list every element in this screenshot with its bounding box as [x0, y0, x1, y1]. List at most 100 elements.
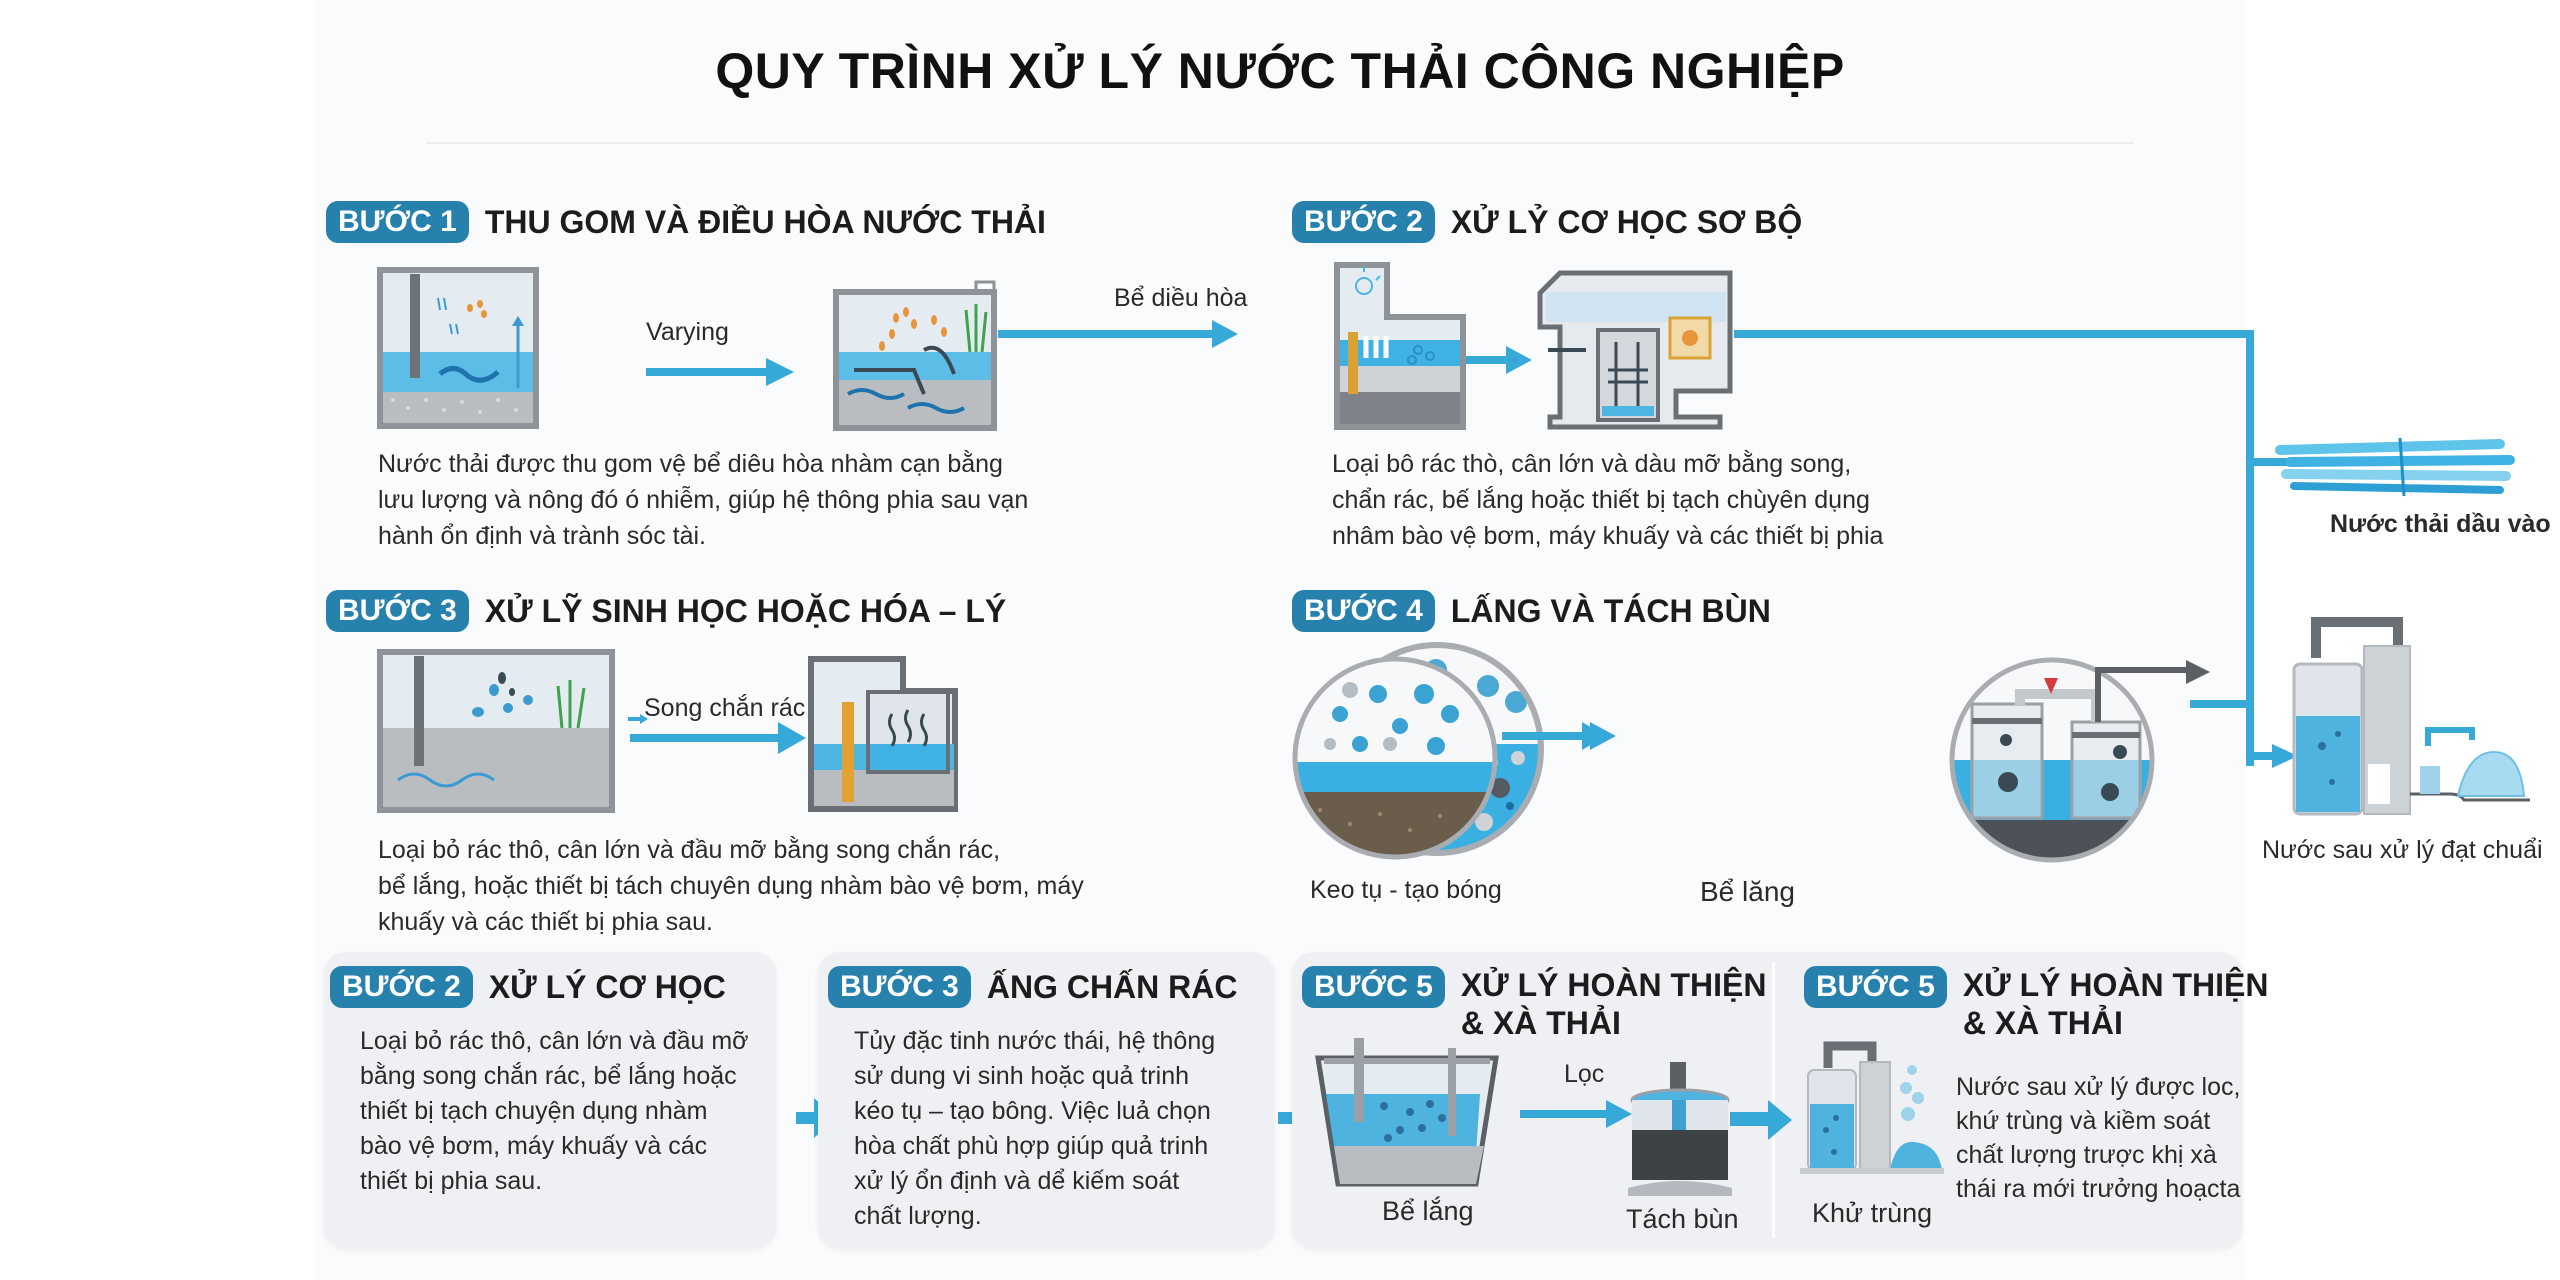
flow-arrow-icon: [1502, 722, 1616, 750]
sludge-out-arrow-icon: [2186, 660, 2210, 684]
step1-title: THU GOM VÀ ĐIỀU HÒA NƯỚC THẢI: [484, 204, 1046, 240]
card4-image-label: Khử trùng: [1812, 1198, 1933, 1228]
flow-arrow-icon: [1520, 1100, 1632, 1128]
card3-arrow-label: Lọc: [1564, 1060, 1605, 1088]
bio-tank-icon: [377, 649, 615, 813]
final-settling-tank-icon: [1315, 1038, 1499, 1187]
step3-title: XỬ LỸ SINH HỌC HOẶC HÓA – LÝ: [484, 593, 1007, 629]
disinfection-unit-icon: [1800, 1041, 1944, 1174]
card1-badge: BƯỚC 2: [330, 966, 473, 1008]
card3-title: XỬ LÝ HOÀN THIỆN & XÀ THẢI: [1461, 966, 1767, 1042]
card4-title-line1: XỬ LÝ HOÀN THIỆN: [1962, 967, 2269, 1003]
step3-badge: BƯỚC 3: [326, 590, 469, 632]
card1-header: BƯỚC 2 XỬ LÝ CƠ HỌC: [330, 966, 726, 1008]
step2-title: XỬ LỶ CƠ HỌC SƠ BỘ: [1450, 204, 1803, 240]
screening-tank-icon: [1334, 262, 1466, 430]
flow-arrow-icon: [646, 358, 794, 386]
desc-line: Loại bỏ rác thô, cân lớn và đầu mỡ bằng …: [378, 836, 1001, 864]
step1-arrow-label: Varying: [646, 318, 729, 346]
flow-arrow-icon: [998, 320, 1238, 348]
small-arrow-icon: [628, 714, 648, 724]
desc-line: Tủy đặc tinh nước thái, hệ thông: [854, 1027, 1216, 1055]
desc-line: chẩn rác, bế lắng hoặc thiết bị tạch chù…: [1332, 486, 1870, 514]
desc-line: khuấy và các thiết bị phia sau.: [378, 908, 713, 936]
desc-line: kéo tụ – tạo bông. Việc luả chọn: [854, 1097, 1211, 1125]
influent-label: Nước thải dầu vào: [2330, 510, 2551, 538]
desc-line: hòa chất phù hợp giúp quả trinh: [854, 1132, 1209, 1160]
card2-description: Tủy đặc tinh nước thái, hệ thông sử dung…: [854, 1024, 1264, 1234]
step2-header: BƯỚC 2 XỬ LỶ CƠ HỌC SƠ BỘ: [1292, 201, 1802, 243]
card3-header: BƯỚC 5 XỬ LÝ HOÀN THIỆN & XÀ THẢI: [1302, 966, 1767, 1042]
infographic-panel: QUY TRÌNH XỬ LÝ NƯỚC THẢI CÔNG NGHIỆP BƯ…: [316, 0, 2551, 1280]
desc-line: hành ổn định và trành sóc tài.: [378, 522, 707, 550]
card3-label-settling: Bể lắng: [1382, 1196, 1474, 1226]
separator-building-icon: [1537, 270, 1733, 430]
card2-title: ẤNG CHẤN RÁC: [986, 969, 1238, 1005]
desc-line: khứ trùng và kiềm soát: [1956, 1107, 2211, 1135]
screen-tank-icon: [808, 656, 958, 812]
card4-header: BƯỚC 5 XỬ LÝ HOÀN THIỆN & XÀ THẢI: [1804, 966, 2269, 1042]
step1-header: BƯỚC 1 THU GOM VÀ ĐIỀU HÒA NƯỚC THẢI: [326, 201, 1046, 243]
step3-header: BƯỚC 3 XỬ LỸ SINH HỌC HOẶC HÓA – LÝ: [326, 590, 1006, 632]
step4-label-settling: Bể lăng: [1700, 876, 1795, 907]
card4-badge: BƯỚC 5: [1804, 966, 1947, 1008]
step1-out-label: Bể diều hòa: [1114, 284, 1248, 312]
flow-arrow-icon: [630, 722, 806, 754]
card1-title: XỬ LÝ CƠ HỌC: [488, 969, 726, 1005]
page-title: QUY TRÌNH XỬ LÝ NƯỚC THẢI CÔNG NGHIỆP: [715, 43, 1845, 99]
card4-title: XỬ LÝ HOÀN THIỆN & XÀ THẢI: [1963, 966, 2269, 1042]
desc-line: Loại bỏ rác thô, cân lớn và đầu mỡ: [360, 1027, 749, 1055]
flow-arrow-icon: [1730, 1100, 1792, 1140]
collection-tank-icon: [377, 267, 539, 429]
desc-line: chất lượng.: [854, 1202, 982, 1230]
card2-header: BƯỚC 3 ẤNG CHẤN RÁC: [828, 966, 1237, 1008]
desc-line: xử lý ổn định và dể kiếm soát: [854, 1167, 1180, 1195]
title-divider: [426, 142, 2134, 144]
step4-title: LẤNG VÀ TÁCH BÙN: [1450, 593, 1771, 629]
card-step3-screen: BƯỚC 3 ẤNG CHẤN RÁC Tủy đặc tinh nước th…: [818, 952, 1274, 1248]
step2-badge: BƯỚC 2: [1292, 201, 1435, 243]
card-divider: [1772, 962, 1775, 1238]
desc-line: bào vệ bơm, máy khuấy và các: [360, 1132, 708, 1160]
desc-line: thiết bị tạch chuyện dụng nhàm: [360, 1097, 708, 1125]
card-step5-group: BƯỚC 5 XỬ LÝ HOÀN THIỆN & XÀ THẢI Bể lắn…: [1292, 952, 2269, 1248]
step1-badge: BƯỚC 1: [326, 201, 469, 243]
influent-pipes-icon: [2250, 437, 2515, 497]
card4-description: Nước sau xử lý được loc, khứ trùng và ki…: [1956, 1070, 2246, 1206]
desc-line: chất lượng trược khị xà: [1956, 1141, 2217, 1169]
main-flow-pipe: [1734, 330, 2254, 766]
desc-line: nhâm bào vệ bơm, máy khuấy và các thiết …: [1332, 522, 1884, 550]
card4-title-line2: & XÀ THẢI: [1962, 1005, 2123, 1041]
desc-line: bể lắng, hoặc thiết bị tách chuyên dụng …: [378, 872, 1084, 900]
sludge-separator-icon: [1628, 1062, 1732, 1196]
desc-line: Nước thải được thu gom vệ bể diêu hòa nh…: [378, 450, 1003, 478]
card-step2-mechanical: BƯỚC 2 XỬ LÝ CƠ HỌC Loại bỏ rác thô, cân…: [324, 952, 776, 1248]
effluent-treatment-icon: [2292, 617, 2530, 816]
settling-tank-circle-icon: [1949, 657, 2194, 863]
step2-description: Loại bô rác thò, cân lớn và dàu mỡ bằng …: [1332, 446, 1952, 554]
card3-label-sludge: Tách bùn: [1626, 1204, 1739, 1234]
card3-title-line1: XỬ LÝ HOÀN THIỆN: [1460, 967, 1767, 1003]
card1-description: Loại bỏ rác thô, cân lớn và đầu mỡ bằng …: [360, 1024, 770, 1199]
equalization-tank-icon: [833, 280, 997, 431]
step4-label-flocculation: Keo tụ - tạo bóng: [1310, 876, 1502, 904]
desc-line: Loại bô rác thò, cân lớn và dàu mỡ bằng …: [1332, 450, 1852, 478]
card3-badge: BƯỚC 5: [1302, 966, 1445, 1008]
flow-arrow-icon: [1466, 346, 1532, 374]
desc-line: Nước sau xử lý được loc,: [1956, 1073, 2241, 1101]
card2-badge: BƯỚC 3: [828, 966, 971, 1008]
desc-line: bằng song chắn rác, bể lắng hoặc: [360, 1062, 737, 1090]
step1-description: Nước thải được thu gom vệ bể diêu hòa nh…: [378, 446, 1098, 554]
step3-arrow-label: Song chắn rác: [644, 694, 806, 722]
desc-line: sử dung vi sinh hoặc quả trinh: [854, 1062, 1189, 1090]
desc-line: lưu lượng và nông đó ó nhiễm, giúp hệ th…: [378, 486, 1029, 514]
effluent-pipe: [2190, 700, 2298, 768]
step3-description: Loại bỏ rác thô, cân lớn và đầu mỡ bằng …: [378, 832, 1178, 940]
card3-title-line2: & XÀ THẢI: [1460, 1005, 1621, 1041]
step4-badge: BƯỚC 4: [1292, 590, 1435, 632]
desc-line: thiết bị phia sau.: [360, 1167, 543, 1195]
step4-header: BƯỚC 4 LẤNG VÀ TÁCH BÙN: [1292, 590, 1771, 632]
effluent-label: Nước sau xử lý đạt chuẩi: [2262, 836, 2543, 864]
flocculation-circle-icon: [1292, 656, 1498, 860]
desc-line: thái ra mới trưởng hoạcta: [1956, 1175, 2241, 1203]
